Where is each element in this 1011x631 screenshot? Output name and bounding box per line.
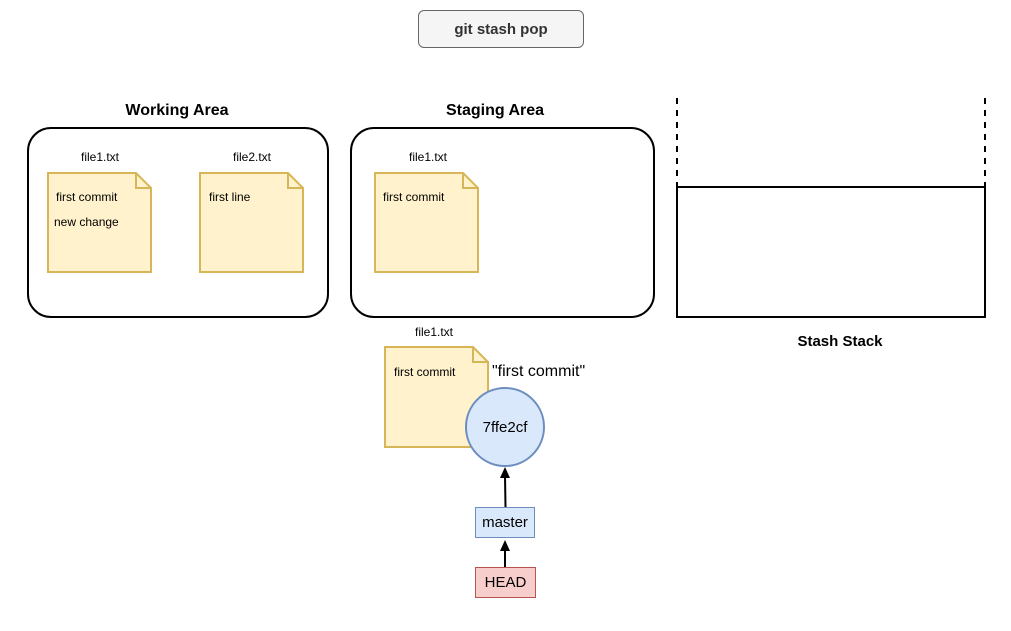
staging-file1-name: file1.txt xyxy=(408,150,447,164)
note-icon xyxy=(374,172,479,273)
head-pointer-label[interactable]: HEAD xyxy=(475,567,536,598)
arrow-head-icon xyxy=(500,540,510,551)
repo-file1-name: file1.txt xyxy=(414,325,453,339)
working-file2-note: first line xyxy=(199,172,305,273)
staging-file1-note: first commit xyxy=(374,172,480,273)
working-file2-line1: first line xyxy=(209,190,251,204)
stash-stack-container xyxy=(676,98,986,318)
note-icon xyxy=(47,172,152,273)
working-file1-line2: new change xyxy=(54,215,119,229)
staging-area-title: Staging Area xyxy=(445,102,545,119)
stash-stack-title: Stash Stack xyxy=(797,333,883,350)
working-file1-name: file1.txt xyxy=(80,150,119,164)
working-area-title: Working Area xyxy=(125,102,229,119)
commit-message: "first commit" xyxy=(492,363,586,380)
repo-file1-note: first commit xyxy=(384,346,490,448)
arrow-head-icon xyxy=(500,467,510,478)
working-file1-note: first commit new change xyxy=(47,172,153,273)
repo-file1-line1: first commit xyxy=(394,365,456,379)
master-branch-label[interactable]: master xyxy=(475,507,535,538)
staging-file1-line1: first commit xyxy=(383,190,445,204)
commit-node[interactable]: 7ffe2cf xyxy=(465,387,545,467)
ref-arrows xyxy=(500,467,510,567)
git-stash-pop-button[interactable]: git stash pop xyxy=(418,10,584,48)
working-file2-name: file2.txt xyxy=(232,150,271,164)
working-file1-line1: first commit xyxy=(56,190,118,204)
master-to-commit-arrow xyxy=(504,475,507,508)
note-icon xyxy=(199,172,304,273)
